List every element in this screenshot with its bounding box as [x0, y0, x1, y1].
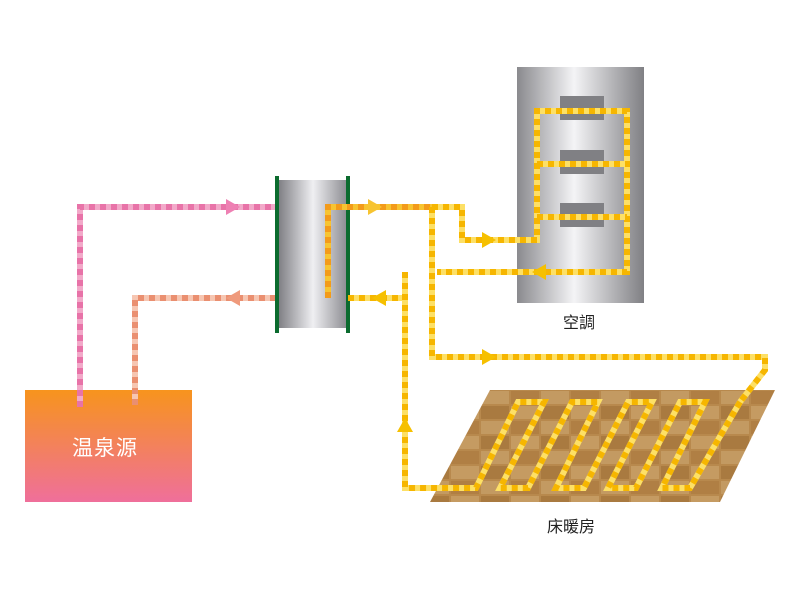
arrow-to-floor: [482, 349, 496, 365]
arrow-to-exchanger-return: [372, 290, 386, 306]
hot-spring-source-label: 温泉源: [72, 436, 138, 460]
arrow-to-aircon: [482, 232, 496, 248]
primary-return-pipe: [132, 295, 278, 405]
aircon-label: 空調: [563, 313, 596, 332]
heat-exchanger-left-plate: [275, 176, 279, 333]
primary-supply-arrow: [226, 199, 240, 215]
primary-supply-pipe: [77, 204, 301, 407]
arrow-floor-return: [397, 418, 413, 432]
arrow-exchanger-out: [368, 199, 382, 215]
floor-heating-label: 床暖房: [547, 517, 596, 536]
heat-exchanger-right-plate: [346, 176, 350, 333]
arrow-aircon-return: [532, 264, 546, 280]
secondary-pipes: [325, 108, 768, 491]
hot-spring-source-box: [25, 390, 192, 502]
heat-exchanger-body: [278, 180, 348, 328]
primary-return-arrow: [226, 290, 240, 306]
